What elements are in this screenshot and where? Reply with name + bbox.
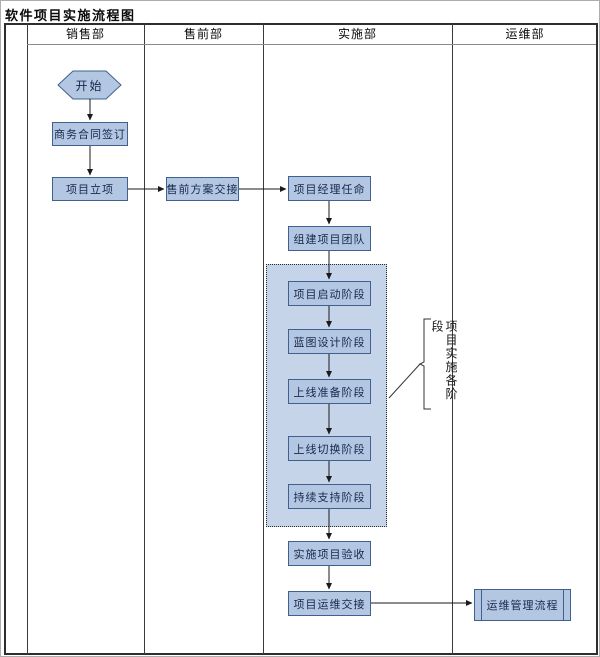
table-frame <box>4 23 598 655</box>
page-title: 软件项目实施流程图 <box>5 8 136 23</box>
node-phase-support: 持续支持阶段 <box>288 484 371 509</box>
lane-header-operations: 运维部 <box>505 27 545 41</box>
node-project-acceptance: 实施项目验收 <box>288 541 371 566</box>
node-om-handover: 项目运维交接 <box>288 591 371 616</box>
grid-line <box>263 23 264 655</box>
lane-header-implementation: 实施部 <box>337 27 377 41</box>
grid-line <box>27 23 28 655</box>
node-presales-handover: 售前方案交接 <box>166 177 239 201</box>
node-start: 开始 <box>75 78 104 93</box>
node-om-process: 运维管理流程 <box>474 589 571 621</box>
node-phase-golive-prep: 上线准备阶段 <box>288 379 371 404</box>
node-team-building: 组建项目团队 <box>288 226 371 251</box>
node-pm-appointment: 项目经理任命 <box>288 176 371 201</box>
node-project-initiation: 项目立项 <box>52 177 128 201</box>
lane-header-presales: 售前部 <box>183 27 223 41</box>
node-phase-golive-switch: 上线切换阶段 <box>288 436 371 461</box>
lane-header-sales: 销售部 <box>65 27 105 41</box>
grid-line <box>452 23 453 655</box>
node-phase-kickoff: 项目启动阶段 <box>288 281 371 306</box>
phase-callout-label: 项目实施各阶段 <box>430 320 458 401</box>
node-contract-signing: 商务合同签订 <box>52 122 128 146</box>
header-separator <box>27 44 596 45</box>
grid-line <box>144 23 145 655</box>
node-phase-blueprint: 蓝图设计阶段 <box>288 329 371 354</box>
